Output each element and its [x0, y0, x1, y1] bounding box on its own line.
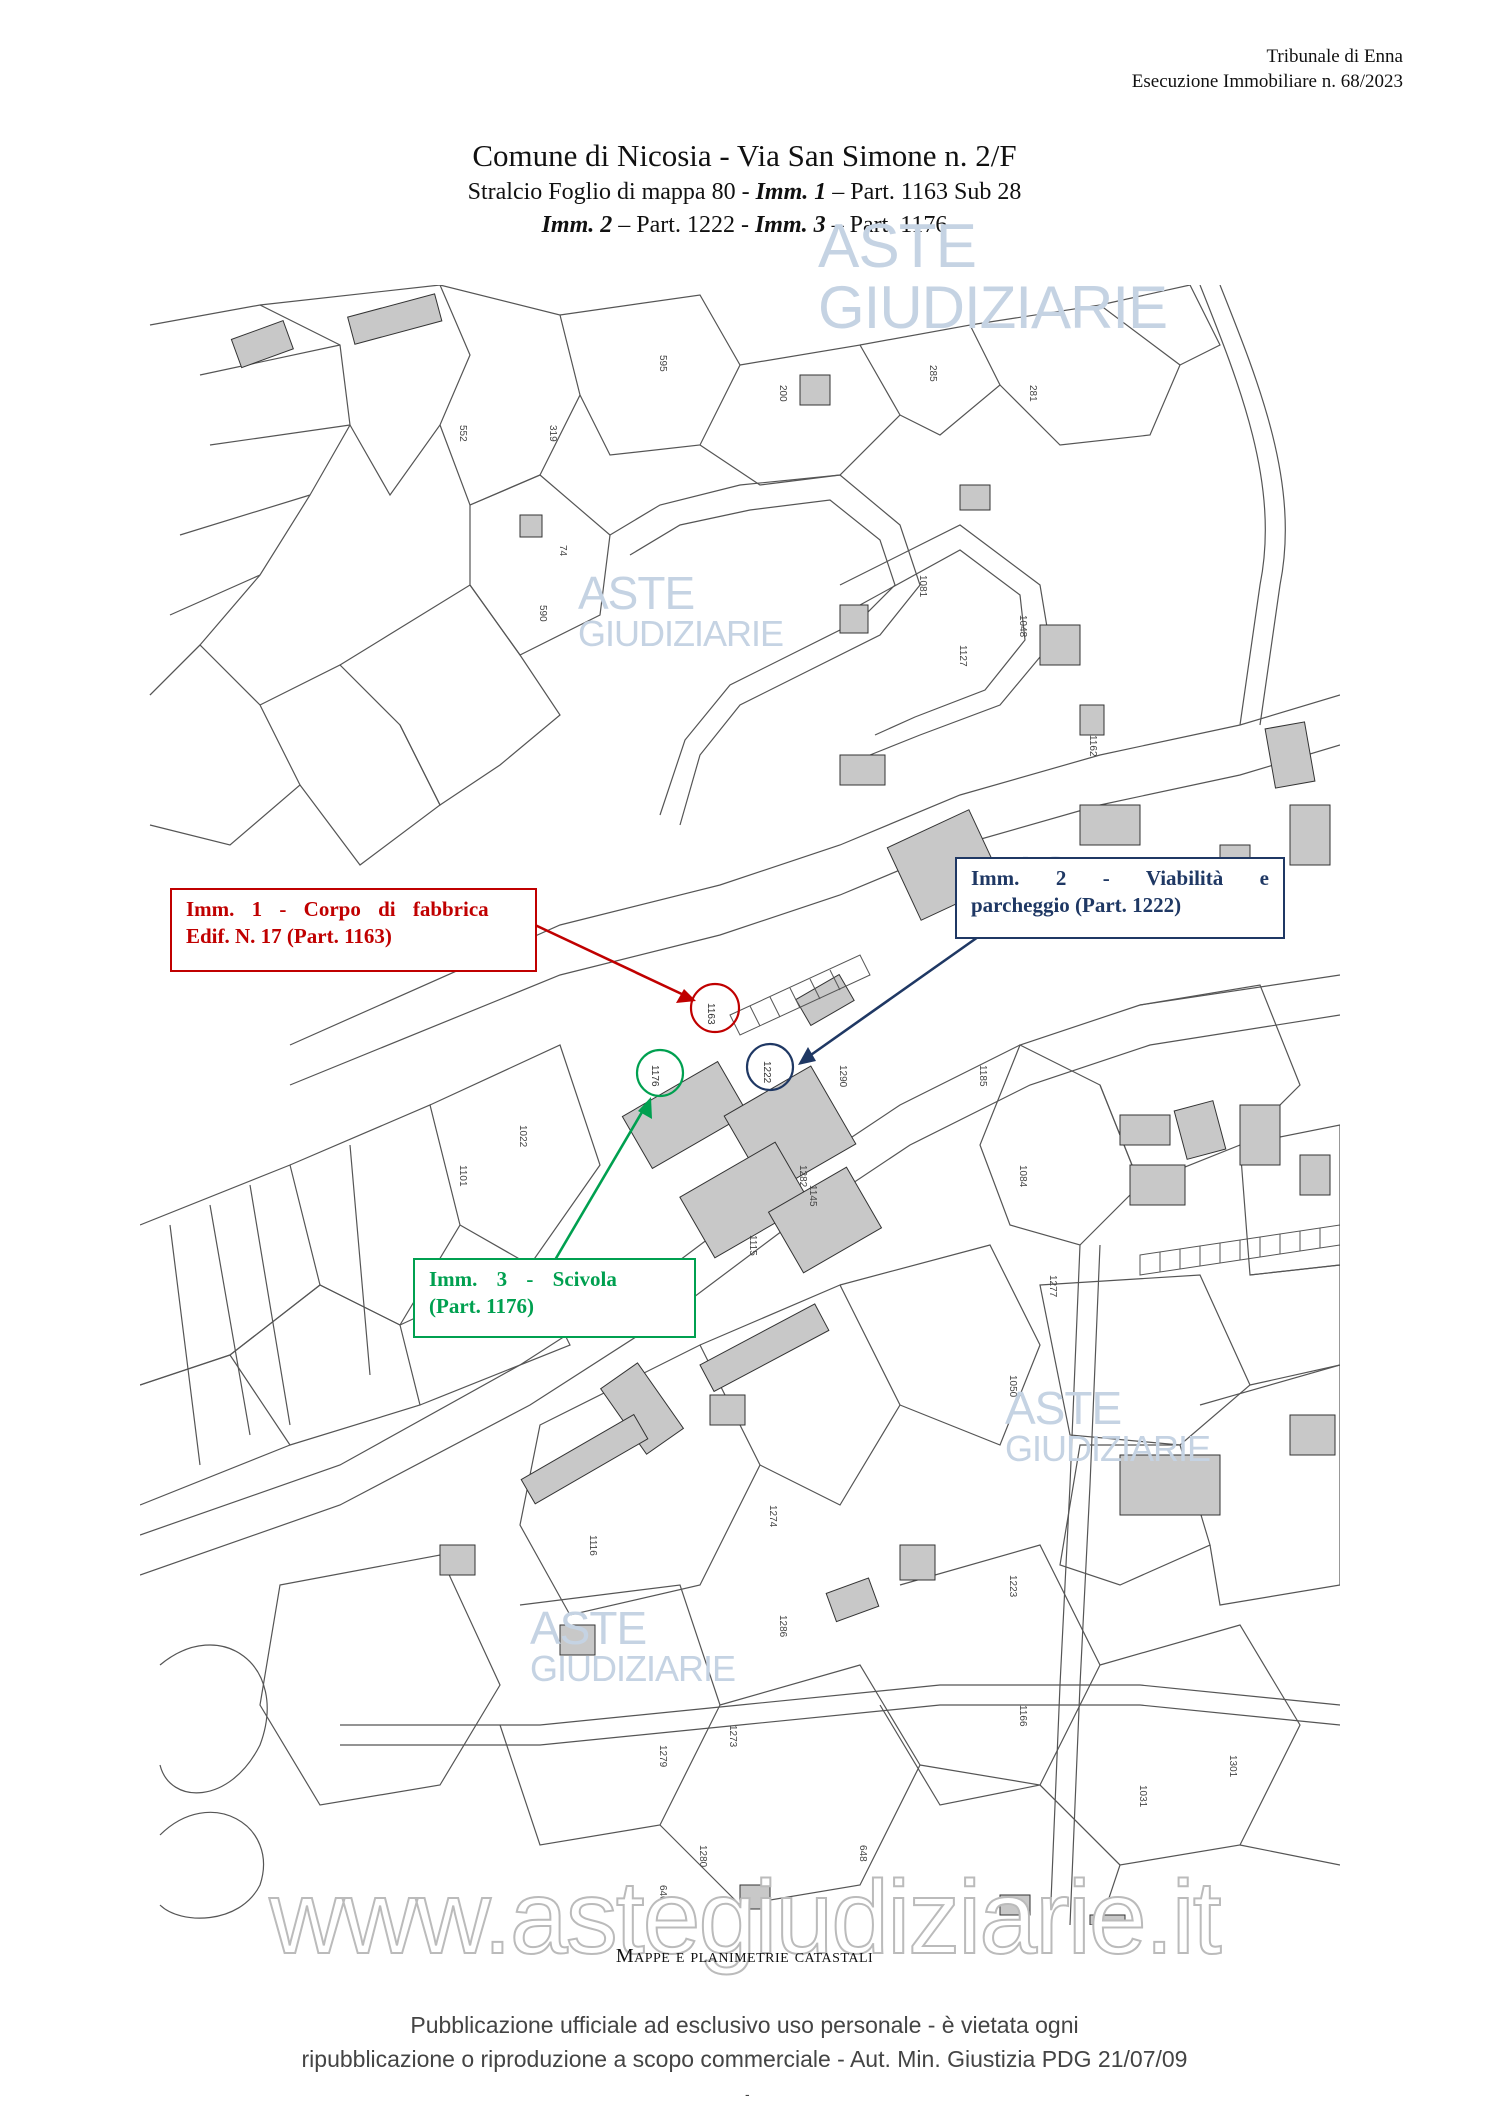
parcel-numbers: 595 319 200 285 281 74 590 552 1127 1048…: [457, 355, 1238, 1902]
page-dash: -: [745, 2086, 750, 2102]
parcel-number-1274: 1274: [767, 1505, 778, 1528]
page-title: Comune di Nicosia - Via San Simone n. 2/…: [472, 138, 1017, 173]
parcel-number-595: 595: [657, 355, 668, 372]
title-line-2: Stralcio Foglio di mappa 80 - Imm. 1 – P…: [0, 176, 1489, 209]
parcel-number-1022: 1022: [517, 1125, 528, 1148]
imm1-arrow-head: [676, 989, 696, 1003]
imm1-label-line1: Imm. 1 - Corpo di fabbrica: [186, 897, 489, 921]
parcel-number-1081: 1081: [917, 575, 928, 598]
parcel-number-1280: 1280: [697, 1845, 708, 1868]
imm3-marker-circle: [635, 1048, 685, 1098]
markers: [635, 982, 795, 1098]
imm2-arrow-line: [807, 935, 979, 1059]
highlighted-parcels: 1163 1222 1176: [649, 1003, 772, 1087]
publication-notice-line2: ripubblicazione o riproduzione a scopo c…: [301, 2046, 1188, 2072]
parcel-number-1277: 1277: [1047, 1275, 1058, 1298]
map-caption: Mappe e planimetrie catastali: [615, 1945, 874, 1967]
parcel-number-281: 281: [1027, 385, 1038, 402]
imm3-label-line1: Imm. 3 - Scivola: [429, 1267, 617, 1291]
parcel-number-1282: 1282: [797, 1165, 808, 1188]
imm3-arrow-line: [553, 1106, 647, 1261]
title-line-3-rest2: – Part. 1222 -: [612, 212, 755, 238]
parcel-number-1084: 1084: [1017, 1165, 1028, 1188]
imm3-arrow-head: [638, 1097, 652, 1119]
arrows: [534, 923, 979, 1261]
buildings: [230, 293, 1336, 1925]
title-line-2-prefix: Stralcio Foglio di mappa 80 -: [467, 179, 756, 205]
watermark-giudiziarie: GIUDIZIARIE: [1005, 1428, 1211, 1469]
watermark-giudiziarie: GIUDIZIARIE: [818, 274, 1168, 341]
parcel-number-1185: 1185: [977, 1065, 988, 1087]
parcel-number-590: 590: [537, 605, 548, 622]
publication-notice: Pubblicazione ufficiale ad esclusivo uso…: [0, 2008, 1489, 2076]
imm1-label-box: Imm. 1 - Corpo di fabbrica Edif. N. 17 (…: [170, 888, 537, 972]
row-houses: [729, 954, 1340, 1276]
imm2-arrow-head: [798, 1047, 816, 1065]
title-imm3: Imm. 3: [754, 212, 826, 238]
imm2-label-line2: parcheggio (Part. 1222): [971, 893, 1182, 917]
parcel-number-319: 319: [547, 425, 558, 442]
parcel-number-1290: 1290: [837, 1065, 848, 1088]
parcel-number-1176: 1176: [649, 1065, 660, 1087]
imm1-arrow-line: [534, 923, 687, 998]
imm1-label-line2: Edif. N. 17 (Part. 1163): [186, 924, 392, 948]
cadastral-map: 595 319 200 285 281 74 590 552 1127 1048…: [140, 285, 1340, 1925]
title-block: Comune di Nicosia - Via San Simone n. 2/…: [0, 136, 1489, 242]
parcel-number-200: 200: [777, 385, 788, 402]
parcel-number-1279: 1279: [657, 1745, 668, 1768]
parcel-number-552: 552: [457, 425, 468, 442]
parcel-number-1116: 1116: [587, 1535, 598, 1556]
site-watermark: www.astegiudiziarie.it: [268, 1860, 1222, 1976]
parcel-number-640: 640: [657, 1885, 668, 1902]
title-line-3: Imm. 2 – Part. 1222 - Imm. 3 – Part. 117…: [0, 209, 1489, 242]
parcel-number-1273: 1273: [727, 1725, 738, 1748]
parcel-number-1162: 1162: [1087, 735, 1098, 757]
parcel-number-1115: 1115: [747, 1235, 758, 1256]
parcel-number-1145: 1145: [807, 1185, 818, 1207]
watermark-aste: ASTE: [1005, 1382, 1122, 1434]
imm2-label-line1: Imm. 2 - Viabilità e: [971, 866, 1269, 890]
imm2-marker-circle: [745, 1042, 795, 1092]
parcel-number-1166: 1166: [1017, 1705, 1028, 1727]
watermark-aste: ASTE: [578, 567, 695, 619]
parcel-number-1127: 1127: [957, 645, 968, 667]
parcel-number-1048: 1048: [1017, 615, 1028, 638]
parcel-number-1163: 1163: [705, 1003, 716, 1025]
parcel-number-1222: 1222: [761, 1061, 772, 1084]
watermark-giudiziarie: GIUDIZIARIE: [530, 1648, 736, 1689]
publication-notice-line1: Pubblicazione ufficiale ad esclusivo uso…: [410, 2012, 1079, 2038]
court-name: Tribunale di Enna: [1266, 46, 1403, 67]
watermark-giudiziarie: GIUDIZIARIE: [578, 613, 784, 654]
title-line-2-rest: – Part. 1163 Sub 28: [826, 179, 1022, 205]
parcel-number-1050: 1050: [1007, 1375, 1018, 1398]
imm1-marker-circle: [689, 982, 741, 1034]
watermark-aste: ASTE: [818, 212, 977, 281]
parcel-number-1031: 1031: [1137, 1785, 1148, 1808]
title-imm2: Imm. 2: [541, 212, 613, 238]
watermark-aste: ASTE: [530, 1602, 647, 1654]
title-line-3-rest3: – Part. 1176: [825, 212, 948, 238]
parcel-number-648: 648: [857, 1845, 868, 1862]
parcel-number-1101: 1101: [457, 1165, 468, 1187]
title-imm1: Imm. 1: [755, 179, 827, 205]
imm3-label-box: Imm. 3 - Scivola (Part. 1176): [413, 1258, 696, 1338]
parcel-number-74: 74: [557, 545, 568, 557]
parcel-number-285: 285: [927, 365, 938, 382]
case-number: Esecuzione Immobiliare n. 68/2023: [1131, 71, 1403, 92]
parcel-number-1301: 1301: [1227, 1755, 1238, 1778]
imm3-label-line2: (Part. 1176): [429, 1294, 534, 1318]
document-header: Tribunale di Enna Esecuzione Immobiliare…: [1132, 44, 1403, 94]
parcel-number-1223: 1223: [1007, 1575, 1018, 1598]
imm2-label-box: Imm. 2 - Viabilità e parcheggio (Part. 1…: [955, 857, 1285, 939]
parcel-number-1286: 1286: [777, 1615, 788, 1638]
